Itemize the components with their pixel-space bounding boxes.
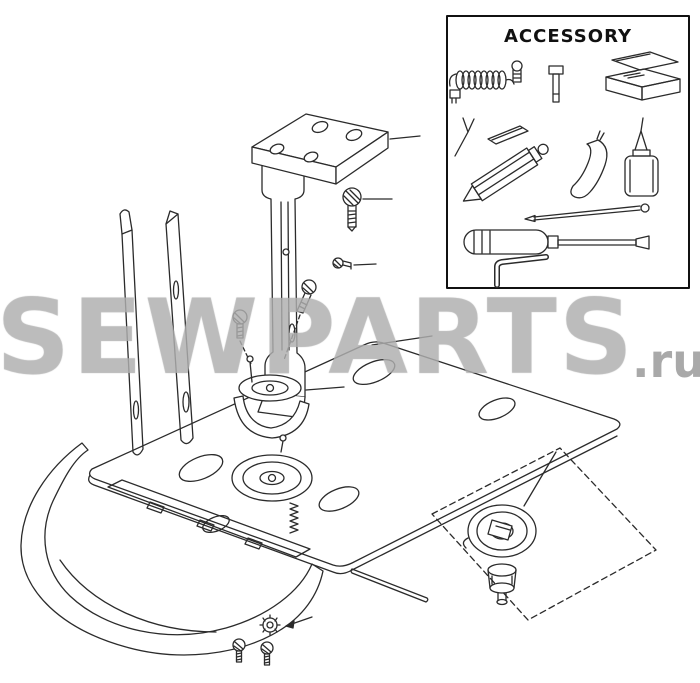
bobbin-case: [462, 504, 537, 558]
screwdriver-icon: [463, 229, 650, 255]
hex-key-icon: [494, 254, 549, 288]
oil-bottle-icon: [624, 117, 659, 197]
accessory-box: ACCESSORY: [446, 15, 690, 289]
slide-cover: [20, 442, 324, 656]
coil-spring: [289, 502, 299, 534]
hook-driver: [233, 355, 345, 439]
screw-large: [342, 187, 393, 232]
socket-wrench-icon: [548, 65, 564, 103]
probe-tool-icon: [524, 203, 650, 223]
bottom-screw-2: [260, 641, 274, 666]
hook-assembly: [231, 434, 313, 502]
fork-tool-icon: [454, 117, 475, 157]
blade-strip-right: [165, 210, 194, 445]
thumb-screw-icon: [511, 60, 523, 83]
blade-strip-left: [119, 209, 144, 456]
flat-blade-icon: [487, 125, 529, 145]
connecting-rod: [350, 568, 429, 603]
curved-awl-icon: [570, 130, 608, 199]
spring-tool-icon: [448, 70, 515, 104]
top-mounting-plate: [251, 113, 421, 185]
wedge-tool-icon: [462, 143, 549, 202]
needle-box-icon: [605, 51, 681, 101]
option-box: [431, 447, 657, 621]
needle-plate: [88, 335, 621, 575]
lock-washer: [259, 614, 313, 636]
set-screw-small: [332, 257, 377, 270]
bottom-screw-1: [232, 638, 246, 663]
tension-stud: [487, 563, 517, 606]
accessory-title: ACCESSORY: [504, 26, 632, 47]
screw-medium: [283, 279, 317, 361]
